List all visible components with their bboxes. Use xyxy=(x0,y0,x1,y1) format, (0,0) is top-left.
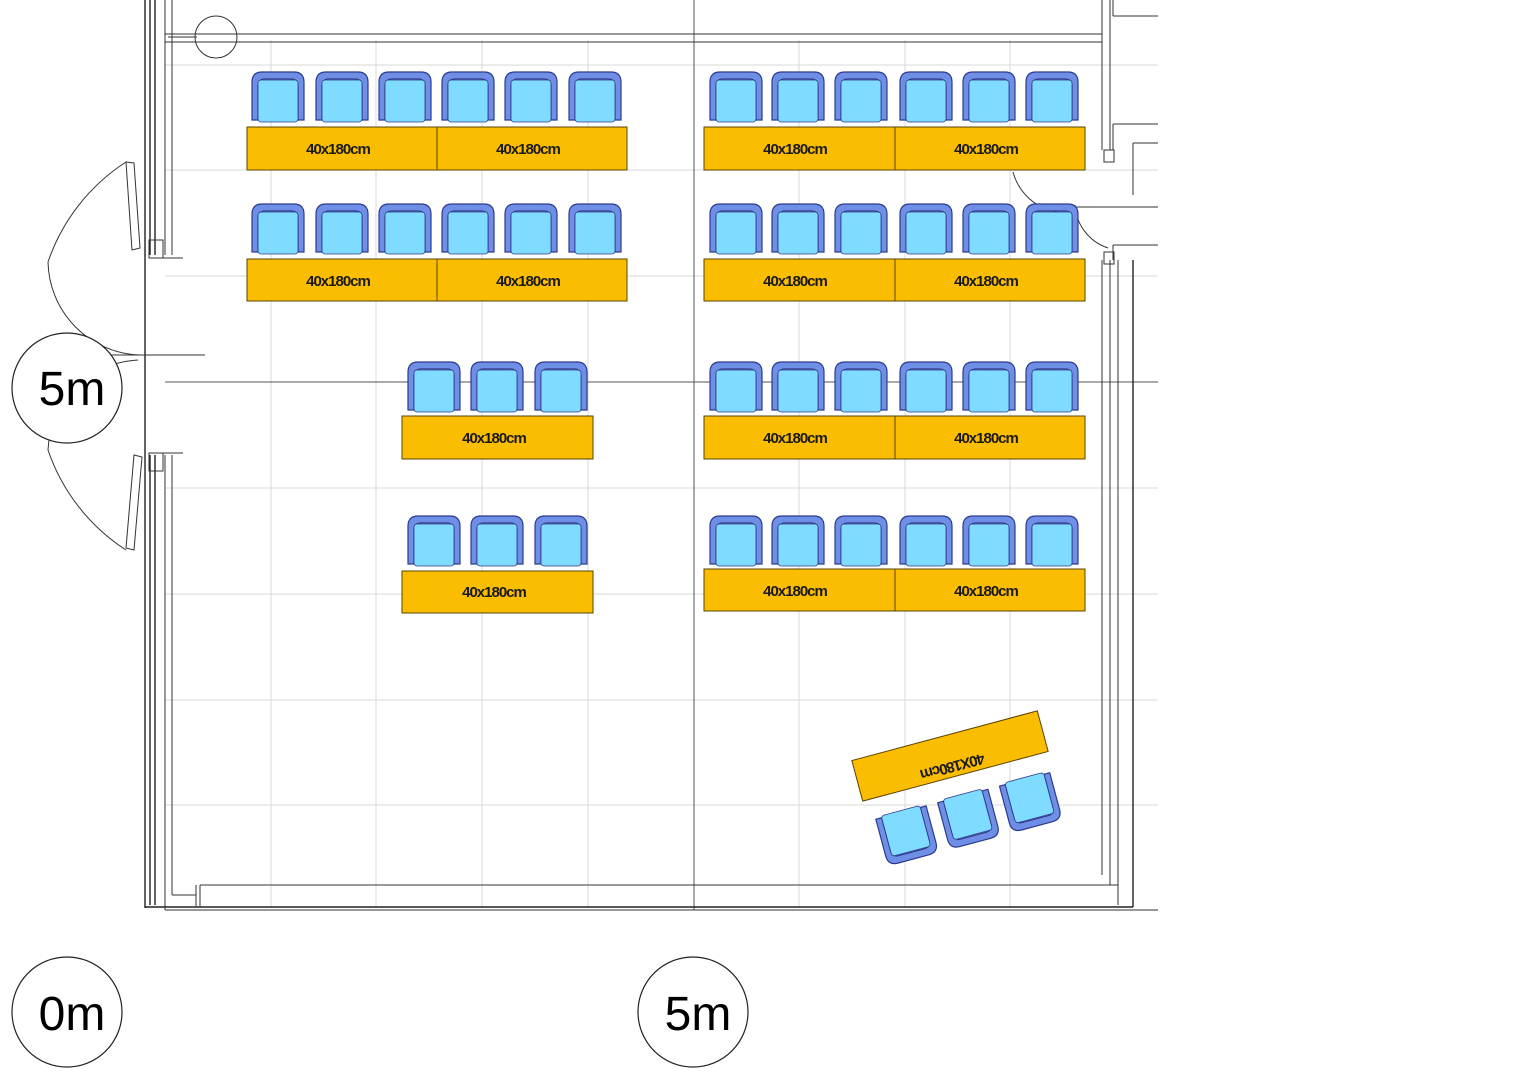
chair xyxy=(504,203,558,255)
table-top xyxy=(703,415,896,460)
chair xyxy=(875,805,938,865)
chair xyxy=(251,203,305,255)
marker-label: 0m xyxy=(39,988,106,1041)
table-r4-right-a[interactable]: 40x180cm xyxy=(703,515,896,612)
chair xyxy=(470,361,524,413)
chair xyxy=(962,361,1016,413)
table-label: 40x180cm xyxy=(306,141,370,158)
chair xyxy=(251,71,305,123)
chair xyxy=(709,203,763,255)
chair xyxy=(998,772,1061,832)
table-label: 40x180cm xyxy=(763,141,827,158)
table-label: 40x180cm xyxy=(496,273,560,290)
table-r4-right-b[interactable]: 40x180cm xyxy=(894,515,1086,612)
chair xyxy=(962,515,1016,567)
table-r2-left-b[interactable]: 40x180cm xyxy=(436,203,628,302)
table-rotated-teacher[interactable]: 40X180cm xyxy=(851,710,1066,868)
table-r4-center[interactable]: 40x180cm xyxy=(401,515,594,614)
table-label: 40x180cm xyxy=(763,430,827,447)
table-r3-right-a[interactable]: 40x180cm xyxy=(703,361,896,460)
table-label: 40x180cm xyxy=(462,430,526,447)
table-top xyxy=(894,415,1086,460)
table-top xyxy=(436,258,628,302)
chair xyxy=(378,71,432,123)
chair xyxy=(1025,203,1079,255)
walls xyxy=(144,0,1158,911)
chair xyxy=(1025,515,1079,567)
grid-marker-bottom-mid: 5m xyxy=(637,956,749,1068)
table-top xyxy=(436,126,628,171)
chair xyxy=(407,515,461,567)
chair xyxy=(834,71,888,123)
chair xyxy=(378,203,432,255)
chair xyxy=(834,203,888,255)
chair xyxy=(534,361,588,413)
table-r1-left-b[interactable]: 40x180cm xyxy=(436,71,628,171)
table-top xyxy=(401,570,594,614)
table-r1-right-b[interactable]: 40x180cm xyxy=(894,71,1086,171)
chair xyxy=(834,515,888,567)
chair xyxy=(441,203,495,255)
chair xyxy=(568,203,622,255)
chair xyxy=(709,71,763,123)
chair xyxy=(962,71,1016,123)
table-top xyxy=(703,568,896,612)
chair xyxy=(504,71,558,123)
chair xyxy=(771,515,825,567)
table-label: 40x180cm xyxy=(763,583,827,600)
table-top xyxy=(851,710,1049,802)
chair xyxy=(441,71,495,123)
chair xyxy=(962,203,1016,255)
chair xyxy=(568,71,622,123)
chair xyxy=(470,515,524,567)
chair xyxy=(771,203,825,255)
table-label: 40x180cm xyxy=(954,141,1018,158)
chair xyxy=(407,361,461,413)
marker-label: 5m xyxy=(39,363,106,416)
table-label: 40x180cm xyxy=(462,584,526,601)
chair xyxy=(899,515,953,567)
chair xyxy=(936,788,999,848)
tables-layer: 40x180cm 40x180cm 40x180cm 40x180cm xyxy=(246,71,1086,868)
chair xyxy=(709,515,763,567)
table-r1-right-a[interactable]: 40x180cm xyxy=(703,71,896,171)
table-r3-center[interactable]: 40x180cm xyxy=(401,361,594,460)
grid-marker-bottom-left: 0m xyxy=(11,956,123,1068)
table-r1-left-a[interactable]: 40x180cm xyxy=(246,71,438,171)
chair xyxy=(834,361,888,413)
table-label: 40x180cm xyxy=(954,430,1018,447)
table-label: 40x180cm xyxy=(954,273,1018,290)
chair xyxy=(1025,361,1079,413)
chair xyxy=(709,361,763,413)
table-label: 40x180cm xyxy=(763,273,827,290)
chair xyxy=(771,71,825,123)
table-top xyxy=(894,258,1086,302)
table-r3-right-b[interactable]: 40x180cm xyxy=(894,361,1086,460)
chair xyxy=(315,203,369,255)
chair xyxy=(899,71,953,123)
table-label: 40x180cm xyxy=(306,273,370,290)
chair xyxy=(534,515,588,567)
table-top xyxy=(703,258,896,302)
chair xyxy=(1025,71,1079,123)
marker-label: 5m xyxy=(665,988,732,1041)
table-top xyxy=(703,126,896,171)
table-top xyxy=(894,126,1086,171)
grid-marker-left: 5m xyxy=(11,332,123,444)
chair xyxy=(315,71,369,123)
chair xyxy=(899,361,953,413)
table-r2-right-b[interactable]: 40x180cm xyxy=(894,203,1086,302)
table-r2-left-a[interactable]: 40x180cm xyxy=(246,203,438,302)
table-label: 40x180cm xyxy=(954,583,1018,600)
table-label: 40x180cm xyxy=(496,141,560,158)
table-r2-right-a[interactable]: 40x180cm xyxy=(703,203,896,302)
table-top xyxy=(894,568,1086,612)
table-top xyxy=(401,415,594,460)
chair xyxy=(899,203,953,255)
chair xyxy=(771,361,825,413)
